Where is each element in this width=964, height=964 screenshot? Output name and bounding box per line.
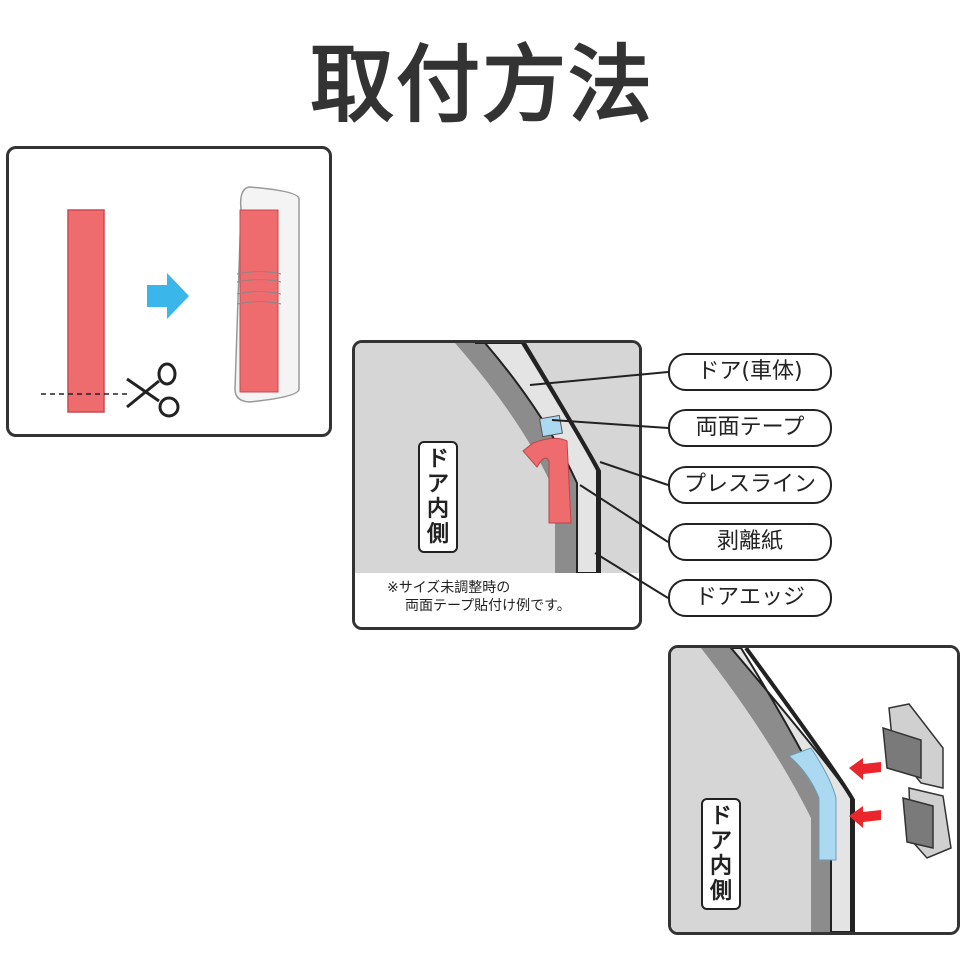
double-sided-tape (788, 747, 837, 861)
scissors-icon (126, 362, 180, 418)
note-line2: 両面テープ貼付け例です。 (405, 598, 571, 614)
step2-illustration (355, 343, 639, 627)
tape-strip (67, 209, 105, 413)
page-title: 取付方法 (309, 36, 654, 134)
door-inner-label: ドア内側 (418, 441, 458, 553)
step2-panel: ドア内側 ※サイズ未調整時の 両面テープ貼付け例です。 (352, 340, 642, 630)
callout-door-edge: ドアエッジ (668, 579, 832, 617)
step1-illustration (41, 186, 300, 418)
callout-double-sided-tape: 両面テープ (668, 409, 832, 447)
note-line1: ※サイズ未調整時の (387, 580, 511, 596)
arrow-left-icon (849, 806, 881, 828)
step3-panel: ドア内側 (668, 645, 960, 935)
arrow-left-icon (849, 758, 881, 780)
step1-panel (6, 146, 332, 437)
arrow-right-icon (147, 273, 189, 319)
mounting-part (882, 703, 952, 859)
release-paper (522, 437, 572, 524)
callout-door-body: ドア(車体) (668, 353, 832, 391)
door-inner-label: ドア内側 (701, 798, 741, 910)
callout-press-line: プレスライン (668, 466, 832, 504)
callout-release-paper: 剥離紙 (668, 523, 832, 561)
